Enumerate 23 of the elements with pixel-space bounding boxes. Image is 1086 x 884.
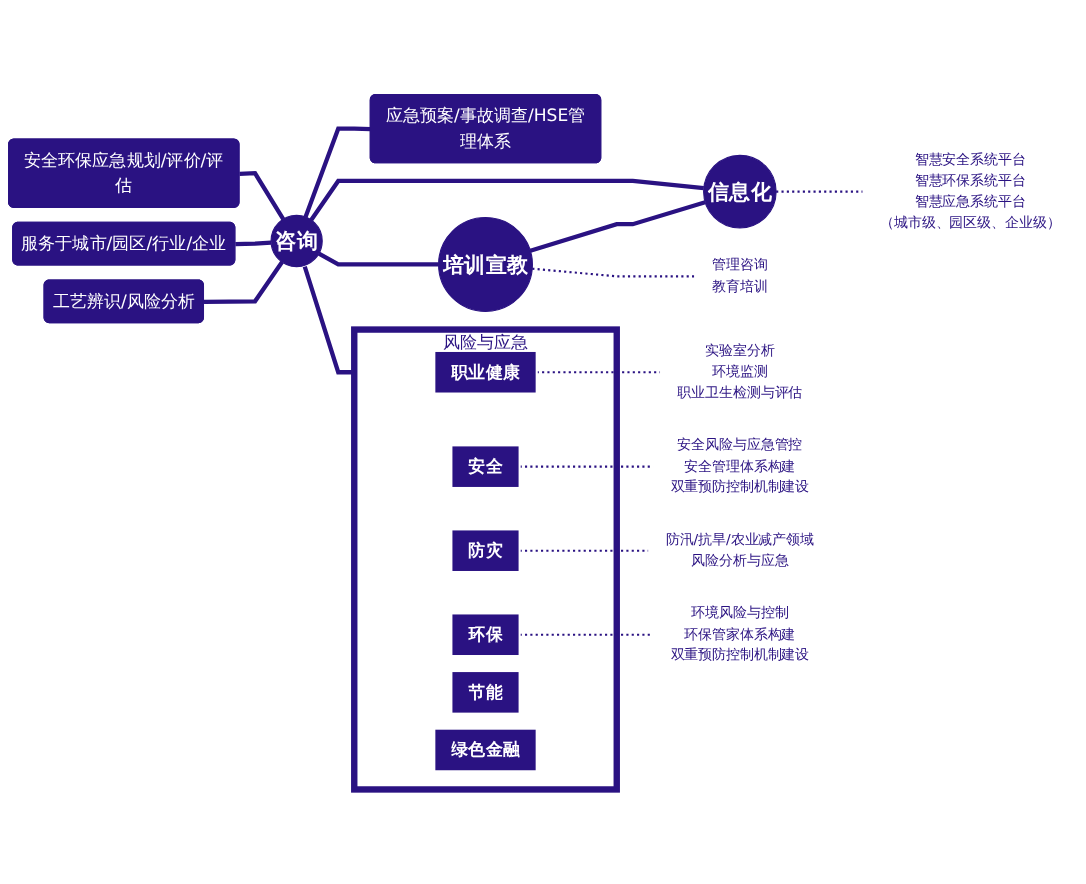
node-box: 绿色金融 bbox=[433, 727, 538, 773]
connector bbox=[317, 251, 439, 267]
connector bbox=[519, 549, 649, 552]
connector bbox=[204, 260, 284, 304]
node-circle: 信息化 bbox=[703, 154, 777, 229]
connector bbox=[529, 200, 706, 253]
connector bbox=[309, 178, 704, 222]
node-circle: 培训宣教 bbox=[438, 217, 533, 312]
connector bbox=[302, 265, 355, 375]
node-box: 节能 bbox=[450, 669, 521, 715]
node-box: 防灾 bbox=[450, 528, 521, 574]
connector bbox=[776, 190, 863, 193]
node-box: 职业健康 bbox=[433, 349, 538, 395]
connector bbox=[519, 465, 654, 468]
connector bbox=[536, 371, 661, 374]
node-box: 环保 bbox=[450, 612, 521, 658]
node-circle: 咨询 bbox=[270, 214, 323, 268]
connector bbox=[532, 267, 696, 278]
connector bbox=[239, 171, 286, 221]
connector bbox=[303, 126, 371, 218]
connector bbox=[519, 633, 654, 636]
connector bbox=[235, 240, 272, 247]
node-box: 安全 bbox=[450, 444, 521, 490]
